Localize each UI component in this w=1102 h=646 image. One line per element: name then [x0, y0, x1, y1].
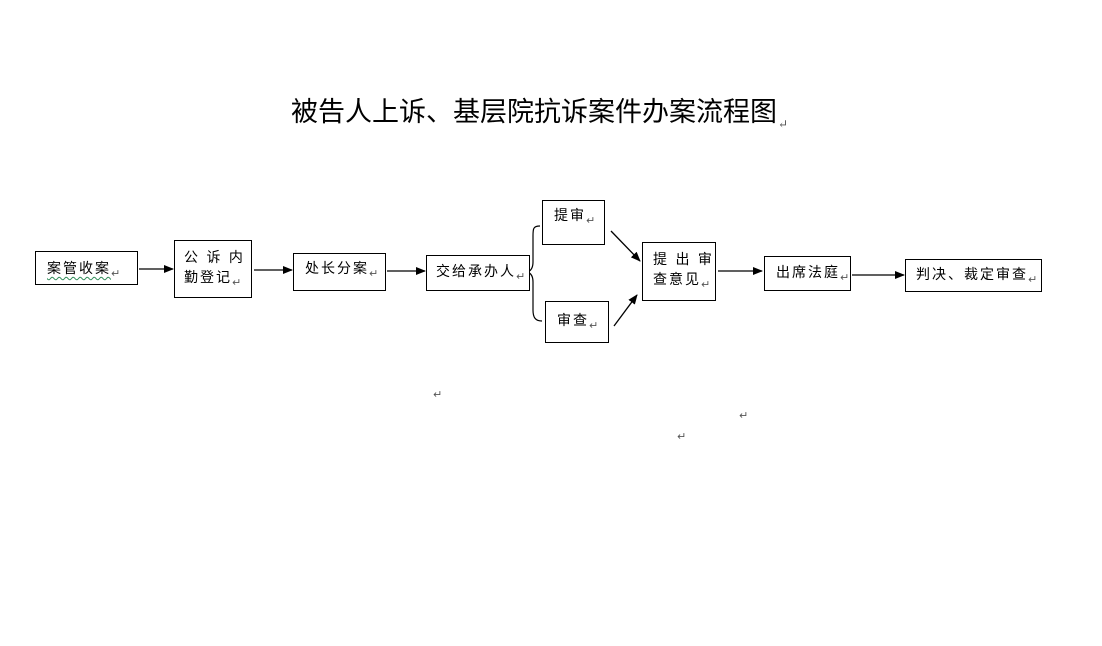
paragraph-mark-icon: ↵: [369, 267, 379, 280]
node-judgment-review: 判决、裁定审查↵: [905, 259, 1042, 292]
diagram-title: 被告人上诉、基层院抗诉案件办案流程图↵: [291, 96, 788, 130]
paragraph-mark-icon: ↵: [516, 270, 526, 283]
node-assign-to-handler-label: 交给承办人: [436, 264, 516, 280]
paragraph-mark-icon: ↵: [677, 430, 687, 443]
paragraph-mark-icon: ↵: [589, 319, 599, 332]
paragraph-mark-icon: ↵: [840, 271, 850, 284]
paragraph-mark-icon: ↵: [232, 276, 242, 289]
paragraph-mark-icon: ↵: [739, 409, 749, 422]
paragraph-mark-icon: ↵: [433, 388, 443, 401]
paragraph-mark-icon: ↵: [1028, 273, 1038, 286]
node-arraignment: 提审↵: [542, 200, 605, 245]
diagram-title-text: 被告人上诉、基层院抗诉案件办案流程图: [291, 97, 777, 128]
node-registration: 公 诉 内勤登记↵: [174, 240, 252, 298]
node-registration-label-line1: 公 诉 内: [184, 250, 245, 266]
node-judgment-review-label: 判决、裁定审查: [916, 267, 1028, 283]
node-submit-review-opinion: 提 出 审查意见↵: [642, 242, 716, 301]
paragraph-mark-icon: ↵: [701, 278, 711, 291]
paragraph-mark-icon: ↵: [778, 117, 789, 131]
node-appear-in-court: 出席法庭↵: [764, 256, 851, 291]
node-submit-review-opinion-label-line2: 查意见: [653, 272, 701, 288]
arrow-arraignment-to-opinion: [610, 230, 641, 262]
node-division-chief-assigns: 处长分案↵: [293, 253, 386, 291]
node-review-label: 审查: [557, 313, 589, 329]
paragraph-mark-icon: ↵: [586, 214, 596, 227]
node-case-intake-label: 案管收案: [47, 261, 111, 277]
node-review: 审查↵: [545, 301, 609, 343]
node-case-intake: 案管收案↵: [35, 251, 138, 285]
node-submit-review-opinion-label-line1: 提 出 审: [653, 252, 714, 268]
node-appear-in-court-label: 出席法庭: [776, 265, 840, 281]
arrow-review-to-opinion: [613, 294, 638, 327]
node-registration-label-line2: 勤登记: [184, 270, 232, 286]
node-arraignment-label: 提审: [554, 208, 586, 224]
node-assign-to-handler: 交给承办人↵: [426, 255, 530, 291]
paragraph-mark-icon: ↵: [111, 267, 121, 280]
node-division-chief-assigns-label: 处长分案: [305, 261, 369, 277]
